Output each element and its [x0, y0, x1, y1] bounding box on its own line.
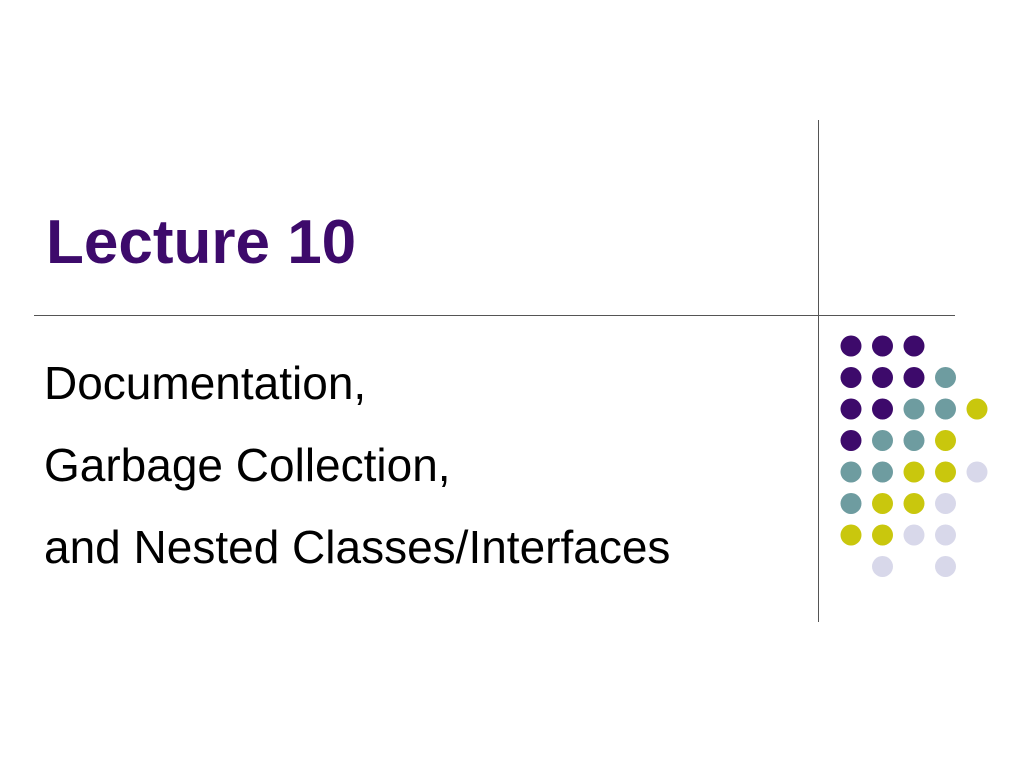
decorative-dot-olive	[840, 524, 862, 546]
decorative-dot-purple	[840, 430, 862, 451]
decorative-dot-olive	[966, 398, 988, 420]
decorative-dot-teal	[840, 461, 862, 483]
decorative-dot-olive	[935, 461, 956, 483]
decorative-dot-purple	[840, 335, 862, 357]
decorative-dot-olive	[872, 524, 893, 546]
decorative-dot-lavender	[935, 556, 956, 577]
subtitle-line-2: Garbage Collection,	[44, 439, 451, 491]
decorative-dot-teal	[935, 398, 956, 420]
vertical-divider	[818, 120, 819, 622]
decorative-dot-teal	[935, 367, 956, 388]
decorative-dot-teal	[872, 461, 893, 483]
decorative-dot-purple	[872, 367, 893, 388]
horizontal-divider	[34, 315, 955, 316]
decorative-dot-purple	[840, 367, 862, 388]
decorative-dot-teal	[840, 493, 862, 514]
decorative-dot-purple	[903, 335, 925, 357]
subtitle-line-1: Documentation,	[44, 357, 367, 409]
subtitle-line-3: and Nested Classes/Interfaces	[44, 521, 671, 573]
decorative-dot-olive	[872, 493, 893, 514]
decorative-dot-purple	[872, 335, 893, 357]
slide-title: Lecture 10	[46, 208, 357, 277]
decorative-dot-lavender	[966, 461, 988, 483]
decorative-dot-purple	[840, 398, 862, 420]
decorative-dot-purple	[903, 367, 925, 388]
decorative-dot-olive	[903, 461, 925, 483]
decorative-dot-purple	[872, 398, 893, 420]
decorative-dot-lavender	[935, 493, 956, 514]
decorative-dot-olive	[935, 430, 956, 451]
decorative-dot-olive	[903, 493, 925, 514]
decorative-dot-lavender	[903, 524, 925, 546]
decorative-dot-lavender	[935, 524, 956, 546]
decorative-dot-lavender	[872, 556, 893, 577]
decorative-dot-teal	[903, 398, 925, 420]
decorative-dot-teal	[872, 430, 893, 451]
decorative-dot-teal	[903, 430, 925, 451]
